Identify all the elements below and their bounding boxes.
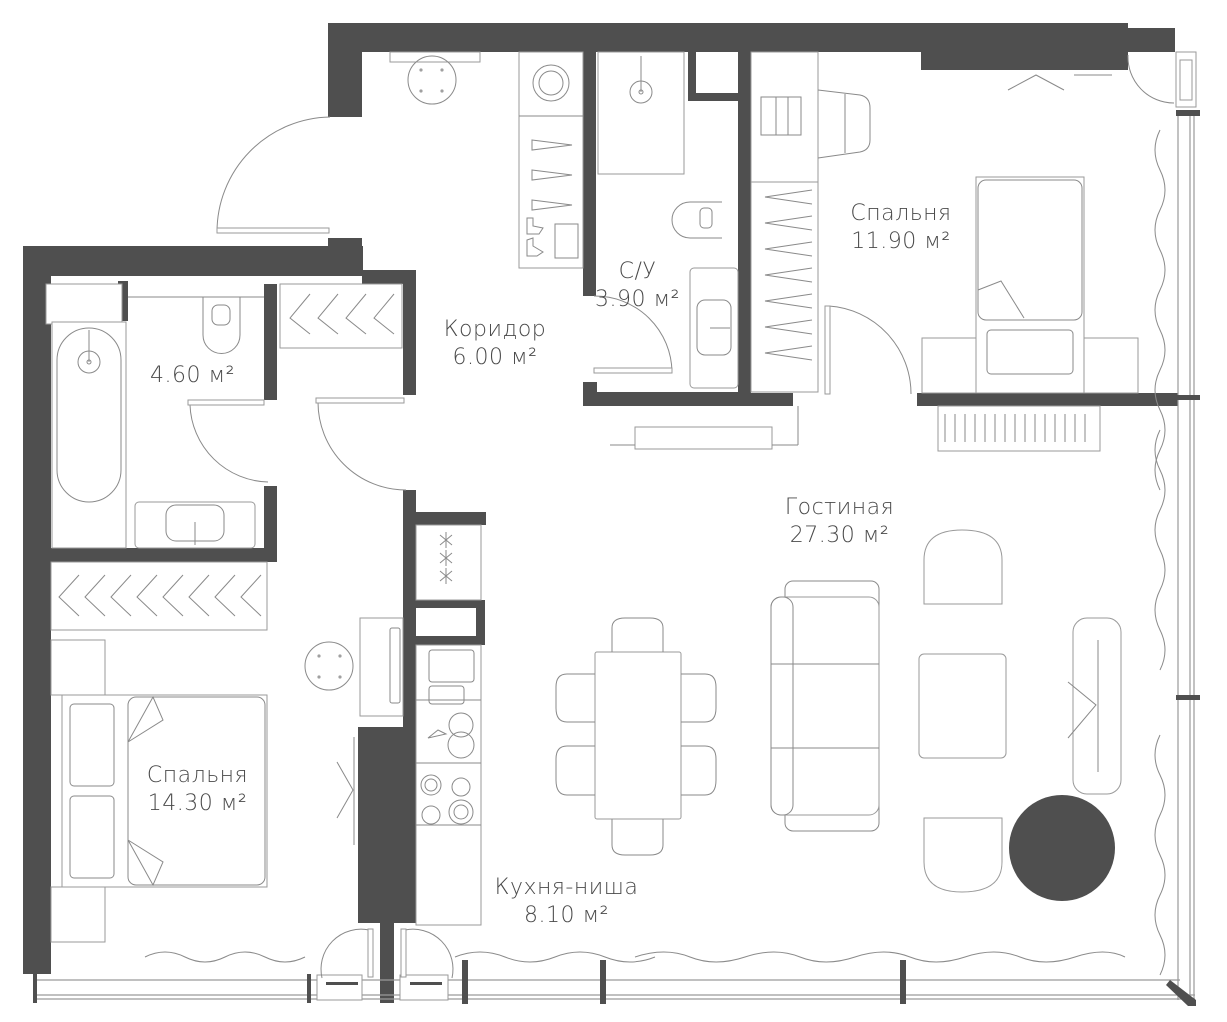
doors <box>187 54 1175 979</box>
windows <box>33 51 1200 1006</box>
room-name: С/У <box>618 259 657 284</box>
room-label-kitchen: Кухня-ниша 8.10 м² <box>484 874 649 929</box>
room-name: Коридор <box>443 317 547 342</box>
room-name: Кухня-ниша <box>494 875 639 900</box>
round-dark-element <box>1009 795 1115 901</box>
furniture <box>45 51 1139 943</box>
room-area: 4.60 м² <box>150 363 235 388</box>
room-label-living-room: Гостиная 27.30 м² <box>772 494 907 549</box>
room-area: 11.90 м² <box>851 228 951 254</box>
room-area: 3.90 м² <box>595 286 680 312</box>
room-name: Спальня <box>146 763 249 788</box>
room-area: 6.00 м² <box>452 344 538 370</box>
room-area: 27.30 м² <box>789 522 890 548</box>
room-label-bedroom-1: Спальня 11.90 м² <box>836 200 966 255</box>
curtains <box>144 129 1166 976</box>
room-area: 8.10 м² <box>524 902 609 928</box>
walls <box>23 23 1178 1003</box>
room-label-corridor: Коридор 6.00 м² <box>430 316 560 371</box>
room-label-bathroom-small: 4.60 м² <box>135 362 250 390</box>
room-name: Спальня <box>850 201 952 226</box>
room-name: Гостиная <box>784 495 895 520</box>
room-label-wc: С/У 3.90 м² <box>585 258 690 313</box>
room-area: 14.30 м² <box>147 790 248 816</box>
room-label-bedroom-2: Спальня 14.30 м² <box>130 762 265 817</box>
